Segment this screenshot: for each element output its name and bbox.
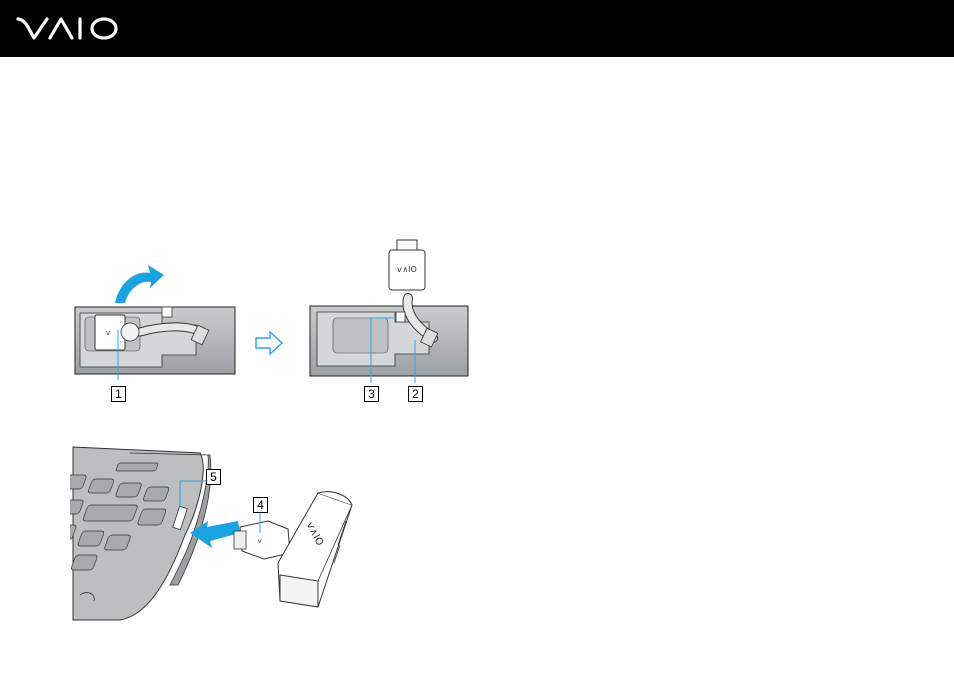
- svg-text:ѵ∧IO: ѵ∧IO: [397, 265, 417, 274]
- reader-tray-stowed-figure: ѵ: [70, 255, 240, 380]
- callout-label-4: 4: [253, 497, 268, 513]
- svg-text:ѵ: ѵ: [258, 538, 262, 545]
- callout-label-1: 1: [111, 386, 126, 402]
- svg-text:ѵ: ѵ: [106, 329, 111, 337]
- callout-label-3: 3: [364, 386, 379, 402]
- right-arrow-icon: [254, 330, 284, 356]
- vaio-logo-icon: [16, 14, 120, 42]
- callout-label-2: 2: [408, 386, 423, 402]
- reader-tray-unstowed-figure: ѵ∧IO: [305, 238, 475, 383]
- curved-arrow-icon: [115, 265, 164, 303]
- header-bar: [0, 0, 954, 57]
- callout-label-5: 5: [206, 469, 221, 485]
